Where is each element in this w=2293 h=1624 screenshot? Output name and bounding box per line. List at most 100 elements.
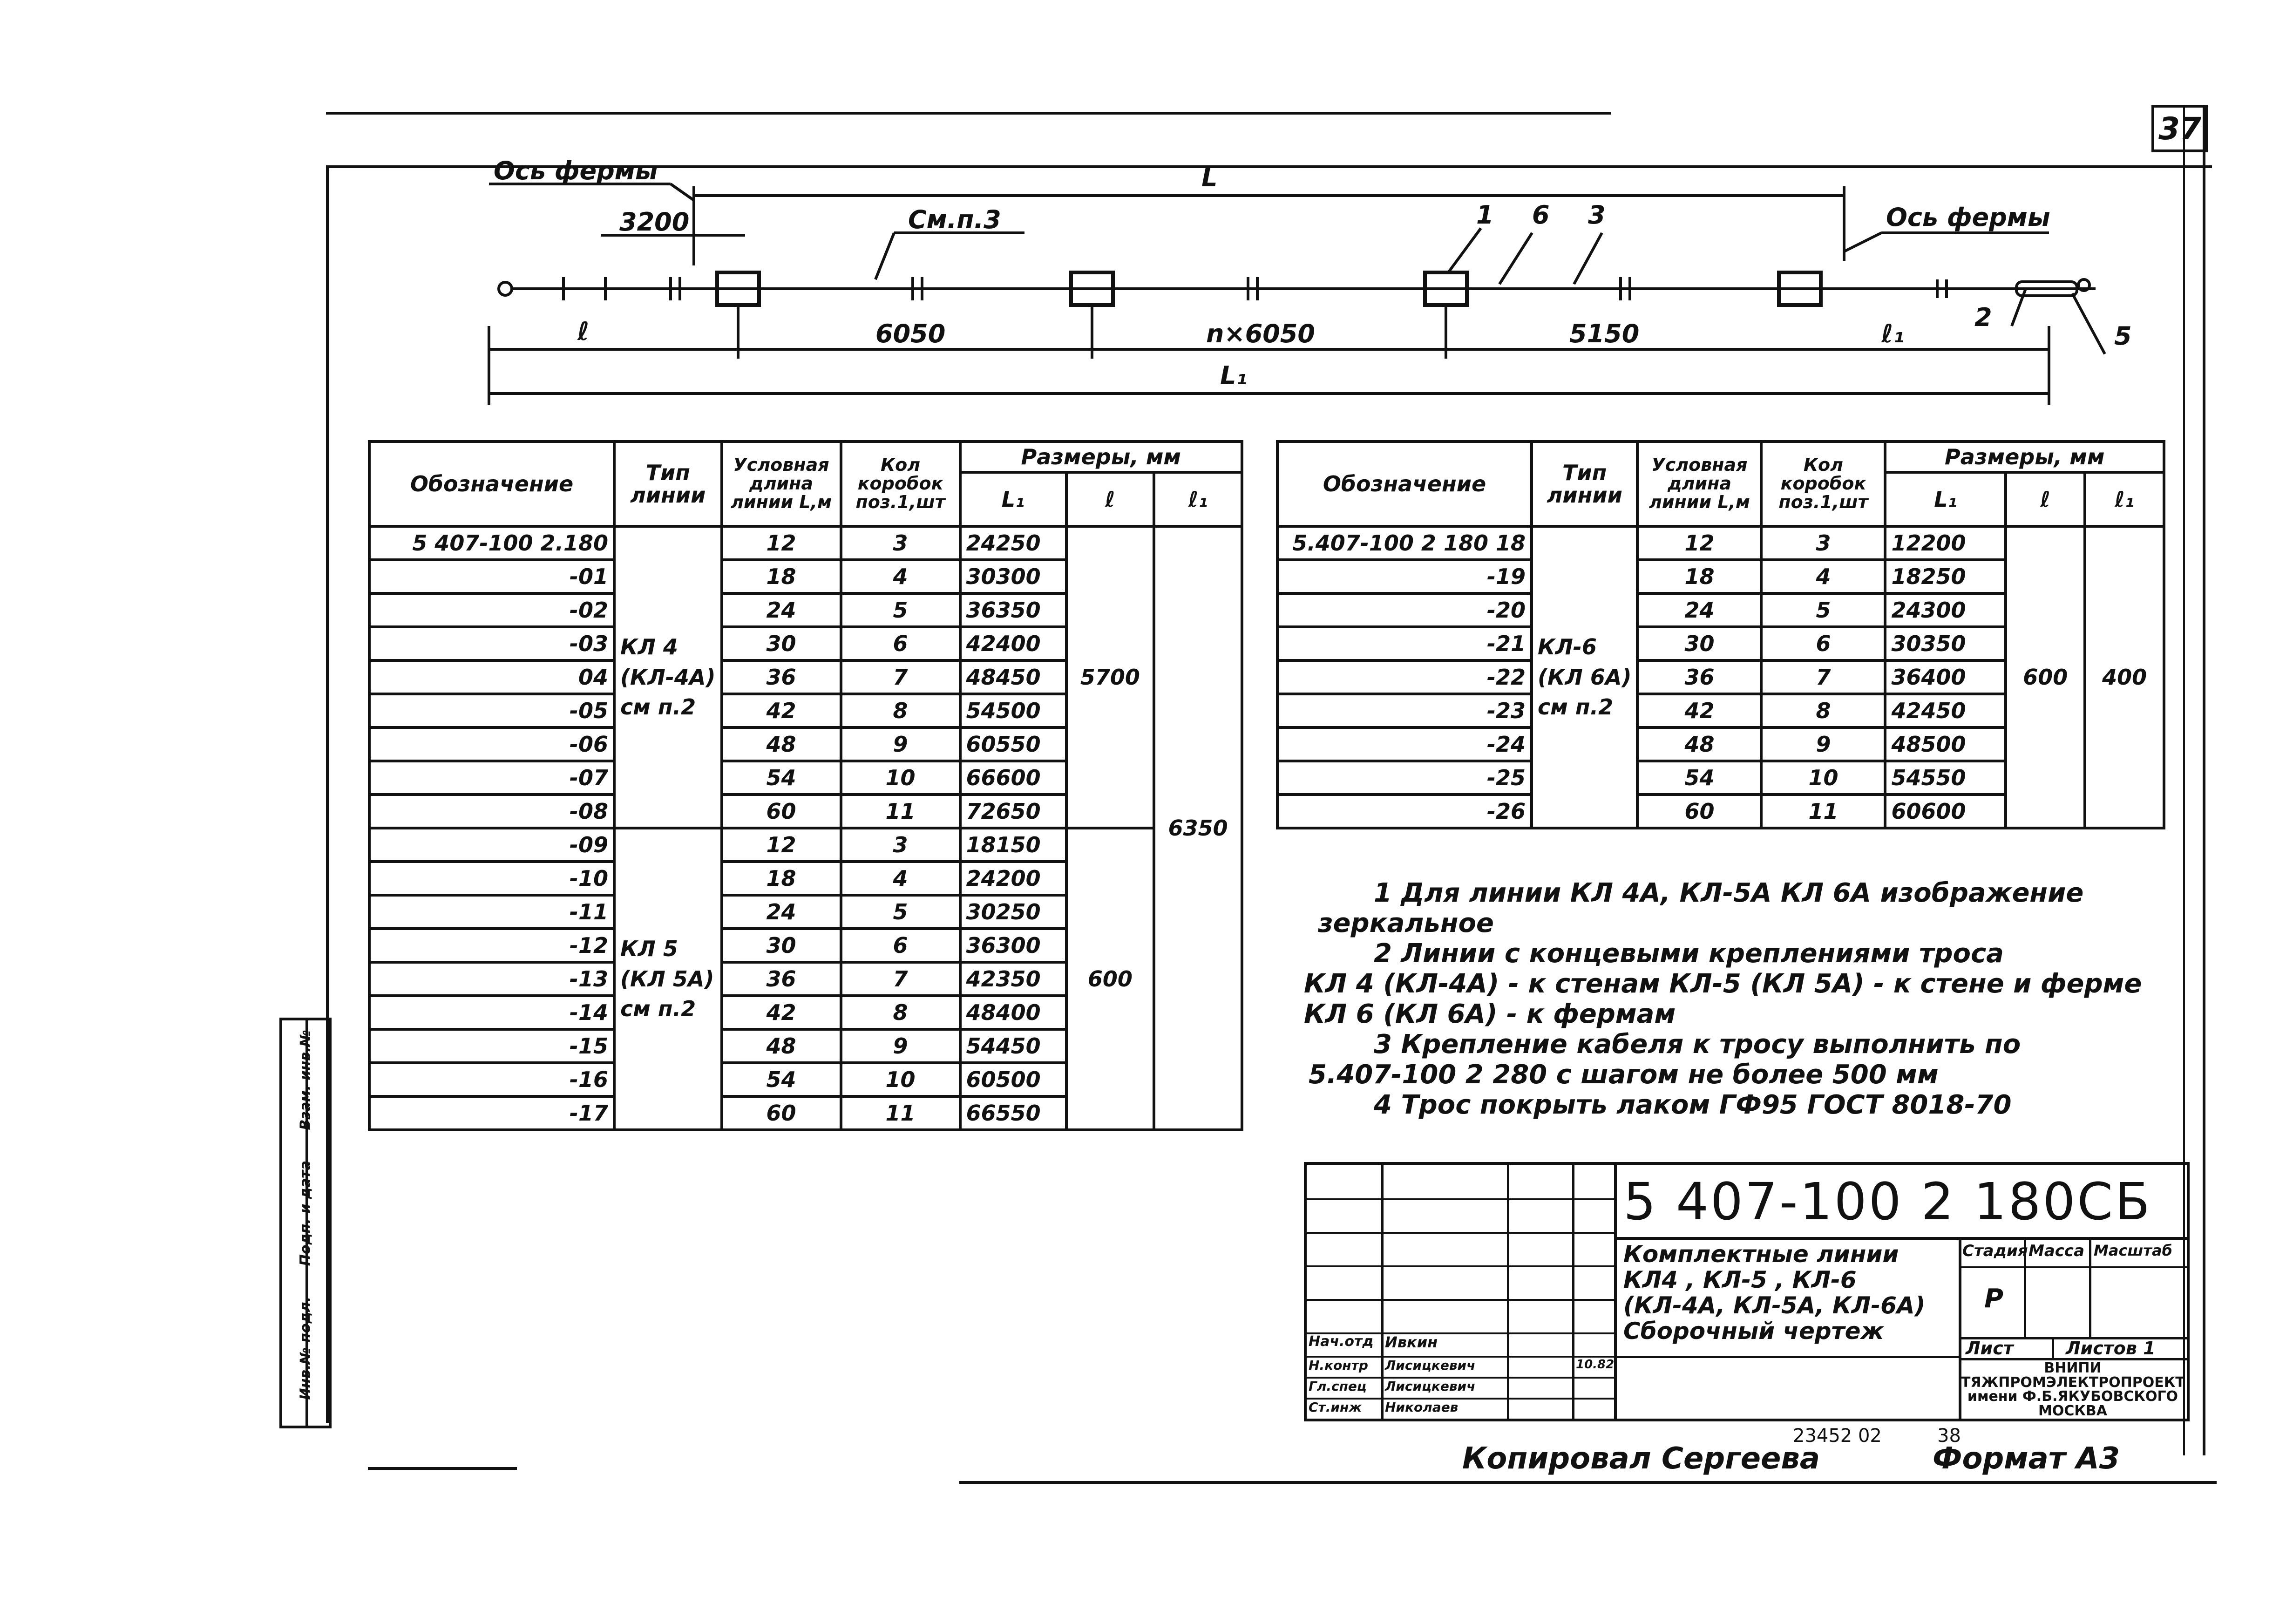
note-line: 5.407-100 2 280 с шагом не более 500 мм [1309, 1060, 1939, 1090]
organization: ВНИПИ ТЯЖПРОМЭЛЕКТРОПРОЕКТ имени Ф.Б.ЯКУ… [1961, 1360, 2185, 1419]
L1-cell: 54500 [958, 693, 1068, 729]
callout-5-label: 5 [2114, 321, 2132, 351]
L1-cell: 36300 [958, 927, 1068, 964]
type-cell: КЛ 4(КЛ-4А)см п.2 [613, 525, 723, 829]
note-line: 3 Крепление кабеля к тросу выполнить по [1374, 1029, 2021, 1060]
boxes-cell: 3 [1760, 525, 1887, 561]
frame-top [326, 165, 2212, 168]
page-ref: 38 [1937, 1425, 1961, 1447]
th-l1: ℓ₁ [1153, 471, 1243, 528]
l-cell: 5700 [1065, 525, 1156, 829]
mass-label: Масса [2028, 1242, 2085, 1260]
dim-l1-label: ℓ₁ [1881, 319, 1904, 348]
designation-cell: -08 [368, 793, 616, 829]
th-boxes: Кол коробок поз.1,шт [839, 440, 962, 528]
length-cell: 42 [720, 994, 842, 1031]
dim-L1-label: L₁ [1220, 361, 1247, 390]
designation-cell: -23 [1276, 693, 1533, 729]
designation-cell: -17 [368, 1095, 616, 1131]
type-cell: КЛ-6(КЛ 6А)см п.2 [1530, 525, 1639, 829]
length-cell: 30 [720, 927, 842, 964]
axis-right-label: Ось фермы [1886, 203, 2050, 232]
boxes-cell: 9 [839, 726, 962, 762]
sig-name: Лисицкевич [1385, 1358, 1476, 1373]
l-cell: 600 [2004, 525, 2087, 829]
boxes-cell: 5 [839, 592, 962, 628]
boxes-cell: 11 [839, 793, 962, 829]
length-cell: 12 [720, 525, 842, 561]
designation-cell: -01 [368, 558, 616, 595]
sig-name: Лисицкевич [1385, 1379, 1476, 1394]
sheet-label: Лист [1966, 1338, 2014, 1359]
boxes-cell: 9 [839, 1028, 962, 1064]
boxes-cell: 3 [839, 827, 962, 863]
title-block: Нач.отд Ивкин Н.контр Лисицкевич Гл.спец… [1304, 1162, 2190, 1421]
designation-cell: -13 [368, 961, 616, 997]
th-l-r: ℓ [2004, 471, 2087, 528]
L1-cell: 54550 [1884, 760, 2008, 796]
length-cell: 18 [720, 860, 842, 897]
length-cell: 36 [1636, 659, 1763, 695]
l-cell: 600 [1065, 827, 1156, 1131]
stage-label: Стадия [1962, 1242, 2028, 1260]
designation-cell: -16 [368, 1061, 616, 1098]
length-cell: 30 [720, 625, 842, 662]
designation-cell: -02 [368, 592, 616, 628]
boxes-cell: 8 [839, 994, 962, 1031]
length-cell: 54 [720, 1061, 842, 1098]
L1-cell: 12200 [1884, 525, 2008, 561]
boxes-cell: 6 [839, 625, 962, 662]
designation-cell: -22 [1276, 659, 1533, 695]
L1-cell: 36400 [1884, 659, 2008, 695]
frame-right-inner [2183, 105, 2185, 1455]
boxes-cell: 9 [1760, 726, 1887, 762]
table-right: Обозначение Тип линии Условная длина лин… [1276, 440, 2165, 829]
boxes-cell: 11 [1760, 793, 1887, 829]
designation-cell: -10 [368, 860, 616, 897]
dim-l-label: ℓ [577, 317, 589, 346]
length-cell: 24 [720, 894, 842, 930]
th-designation: Обозначение [368, 440, 616, 528]
designation-cell: 5.407-100 2 180 18 [1276, 525, 1533, 561]
note-line: 4 Трос покрыть лаком ГФ95 ГОСТ 8018-70 [1374, 1090, 2012, 1120]
boxes-cell: 6 [839, 927, 962, 964]
L1-cell: 42400 [958, 625, 1068, 662]
designation-cell: -24 [1276, 726, 1533, 762]
sheets-label: Листов 1 [2066, 1338, 2156, 1359]
callout-1-label: 1 [1476, 200, 1494, 230]
th-designation-r: Обозначение [1276, 440, 1533, 528]
dim-3200-label: 3200 [619, 207, 689, 237]
note-line: зеркальное [1318, 908, 1494, 938]
sig-row: Гл.спец [1309, 1379, 1367, 1394]
designation-cell: -15 [368, 1028, 616, 1064]
length-cell: 60 [1636, 793, 1763, 829]
length-cell: 12 [1636, 525, 1763, 561]
length-cell: 24 [720, 592, 842, 628]
table-left: Обозначение Тип линии Условная длина лин… [368, 440, 1244, 1131]
L1-cell: 24200 [958, 860, 1068, 897]
designation-cell: -19 [1276, 558, 1533, 595]
designation-cell: -11 [368, 894, 616, 930]
designation-cell: -21 [1276, 625, 1533, 662]
L1-cell: 24250 [958, 525, 1068, 561]
axis-left-label: Ось фермы [494, 156, 658, 185]
copied-by: Копировал Сергеева [1462, 1441, 1820, 1476]
assembly-drawing: Ось фермы L 3200 См.п.3 1 6 3 Ось фермы … [488, 156, 2132, 405]
boxes-cell: 10 [839, 760, 962, 796]
L1-cell: 48450 [958, 659, 1068, 695]
th-sizes: Размеры, мм [958, 440, 1244, 474]
L1-cell: 42450 [1884, 693, 2008, 729]
boxes-cell: 5 [839, 894, 962, 930]
sig-row: Н.контр [1309, 1358, 1368, 1373]
